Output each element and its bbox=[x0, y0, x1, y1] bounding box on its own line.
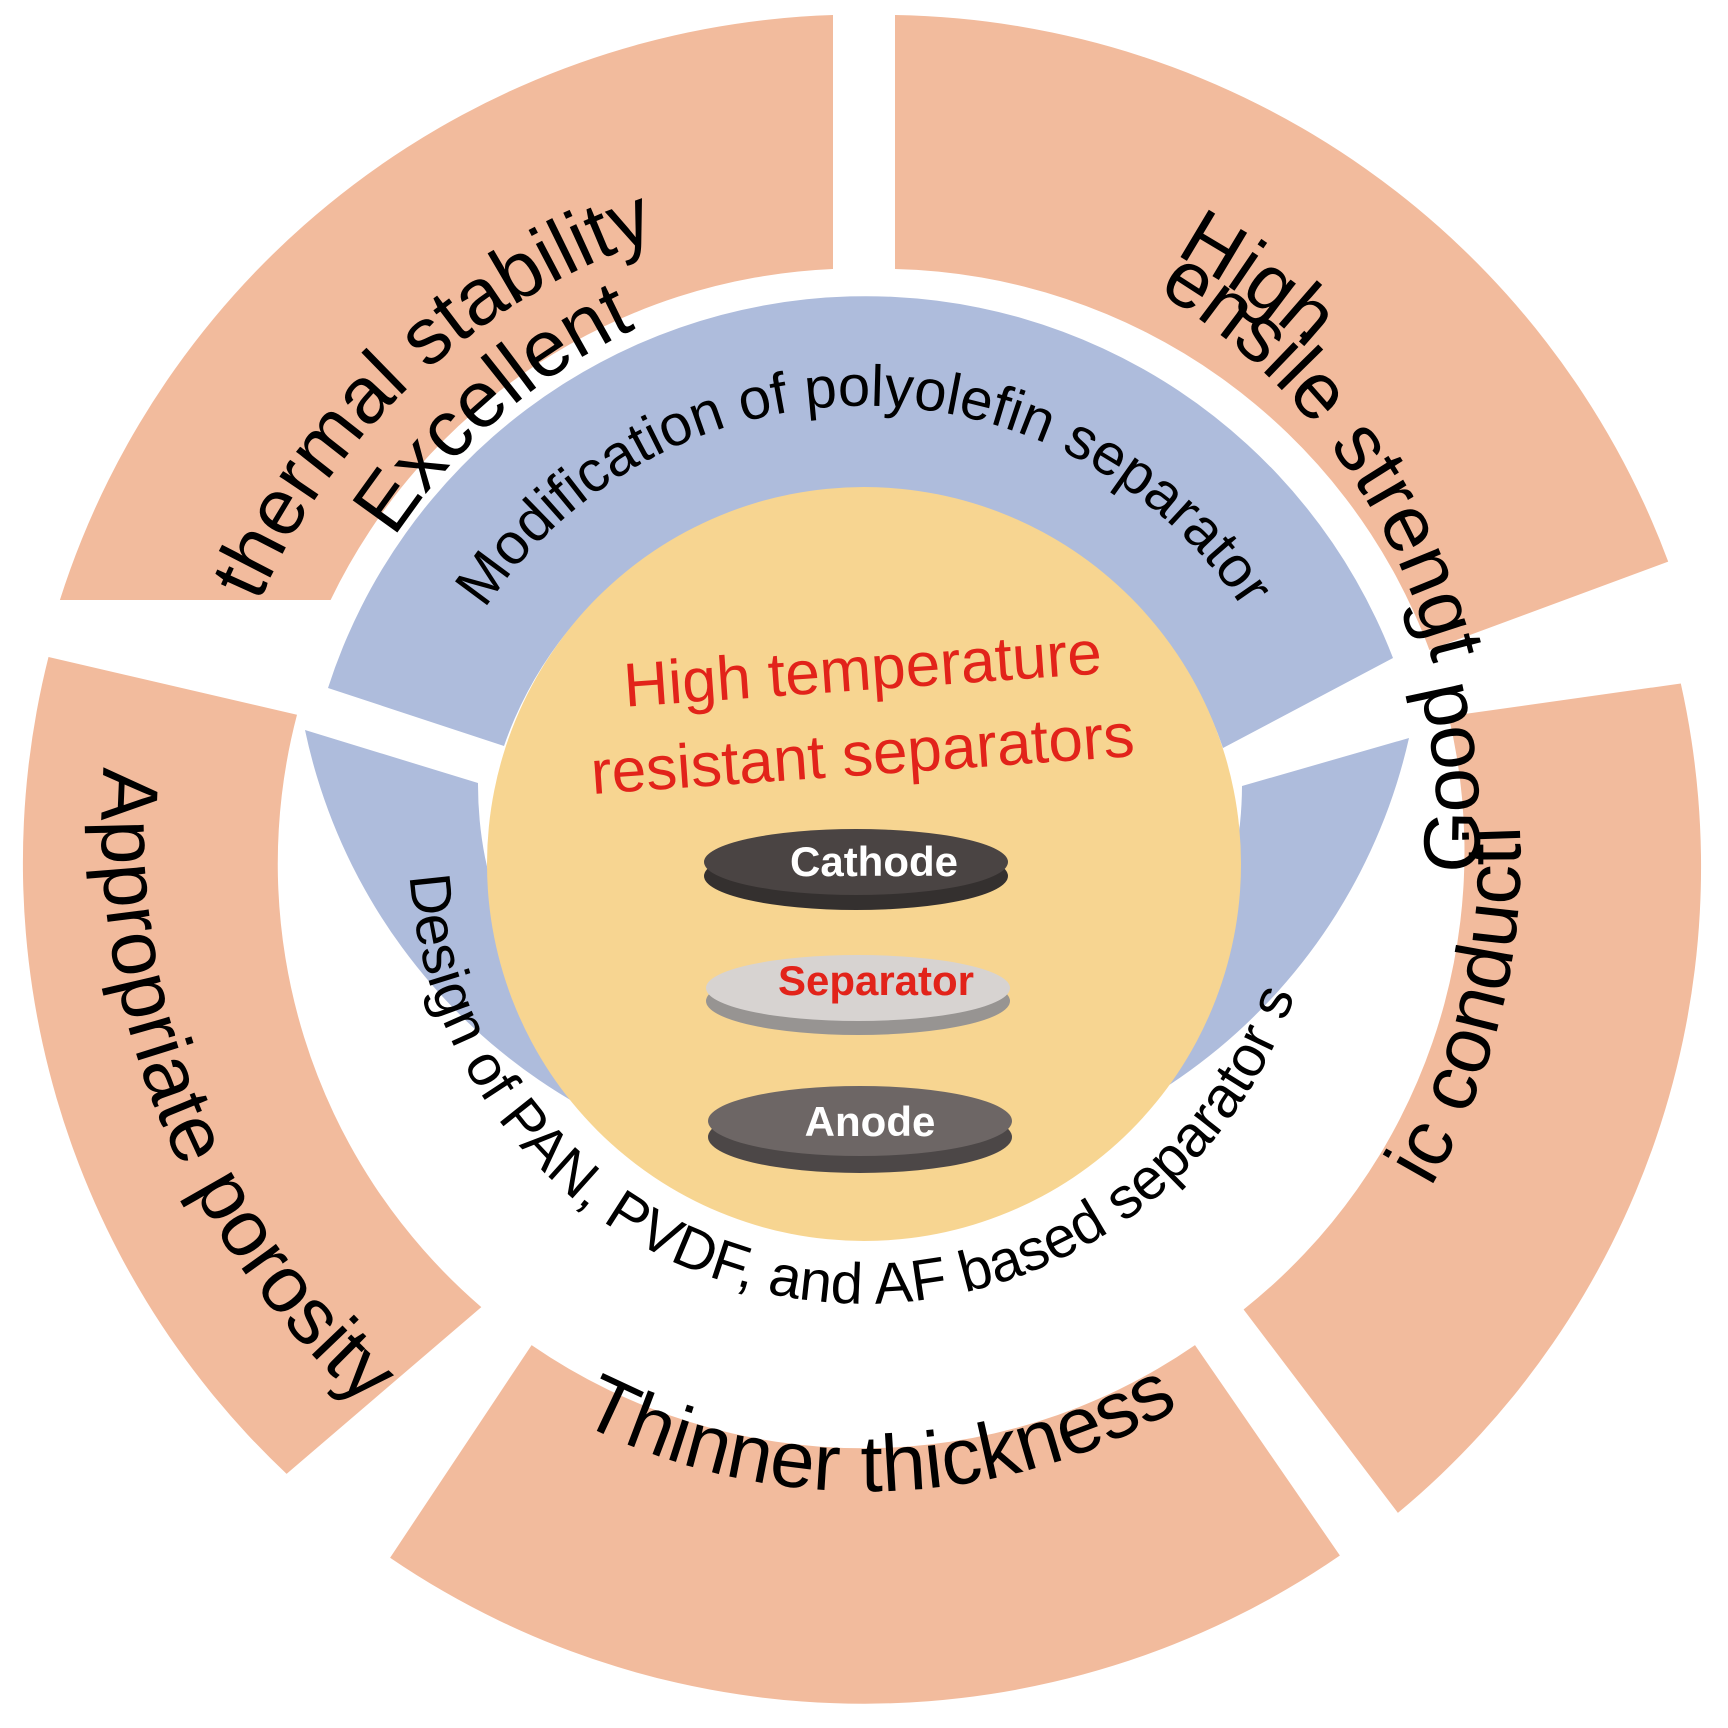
segment-thermal-stability bbox=[59, 15, 833, 600]
segment-ionic-conductivity bbox=[1243, 683, 1702, 1513]
separator-label: Separator bbox=[778, 957, 974, 1004]
cathode-disc-top bbox=[704, 829, 1008, 895]
separator-disc-top bbox=[706, 955, 1010, 1021]
anode-disc-top bbox=[708, 1086, 1012, 1156]
cathode-label: Cathode bbox=[790, 838, 958, 885]
anode-label: Anode bbox=[805, 1098, 936, 1145]
label-good: Good bbox=[1391, 675, 1497, 873]
segment-appropriate-porosity bbox=[22, 657, 482, 1474]
segment-polyolefin-modification bbox=[328, 296, 1393, 748]
segment-tensile-strength bbox=[895, 15, 1669, 650]
outer-ring bbox=[22, 15, 1702, 1704]
segment-thinner-thickness bbox=[390, 1345, 1340, 1704]
cathode-disc: Cathode bbox=[704, 829, 1008, 910]
anode-disc: Anode bbox=[708, 1086, 1012, 1173]
separator-disc: Separator bbox=[706, 955, 1010, 1035]
